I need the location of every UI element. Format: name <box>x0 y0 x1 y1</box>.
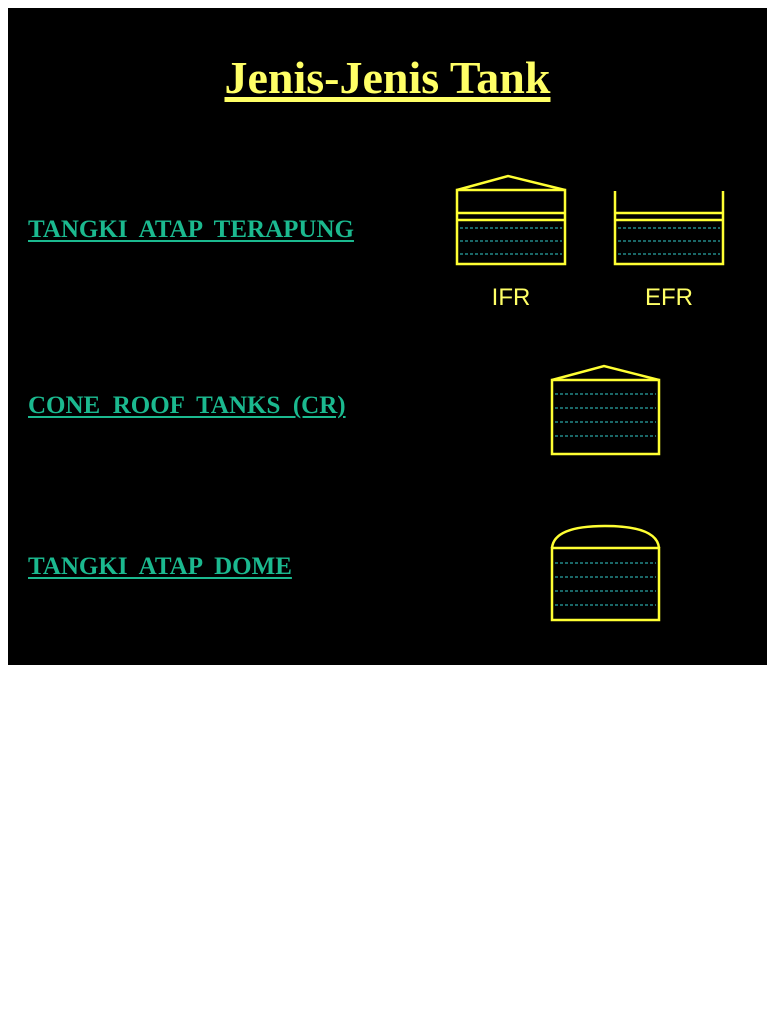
ifr-cone-roof <box>456 174 566 192</box>
ifr-liquid-lines <box>460 227 562 255</box>
efr-caption: EFR <box>645 284 693 311</box>
page-title: Jenis-Jenis Tank <box>224 52 551 103</box>
label-cone-roof-tank: CONE ROOF TANKS (CR) <box>28 392 346 419</box>
dome-tank-shell <box>550 546 661 622</box>
cone-liquid-lines <box>555 393 656 437</box>
dome-liquid-lines <box>555 562 656 606</box>
tank-diagrams: IFR EFR <box>455 174 725 622</box>
ifr-caption: IFR <box>492 284 531 311</box>
cone-roof-tank-diagram <box>550 364 661 456</box>
efr-tank-shell <box>613 191 725 266</box>
ifr-tank-shell <box>455 188 567 266</box>
cone-tank-shell <box>550 378 661 456</box>
efr-liquid-lines <box>618 227 720 255</box>
slide: Jenis-Jenis Tank TANGKI ATAP TERAPUNG CO… <box>8 8 767 665</box>
dome-roof-tank-diagram <box>550 524 661 622</box>
cone-roof <box>551 364 660 382</box>
dome-roof <box>550 524 661 549</box>
label-dome-roof-tank: TANGKI ATAP DOME <box>28 553 292 580</box>
efr-tank-diagram: EFR <box>613 191 725 311</box>
label-floating-roof-tank: TANGKI ATAP TERAPUNG <box>28 216 354 243</box>
ifr-tank-diagram: IFR <box>455 174 567 311</box>
